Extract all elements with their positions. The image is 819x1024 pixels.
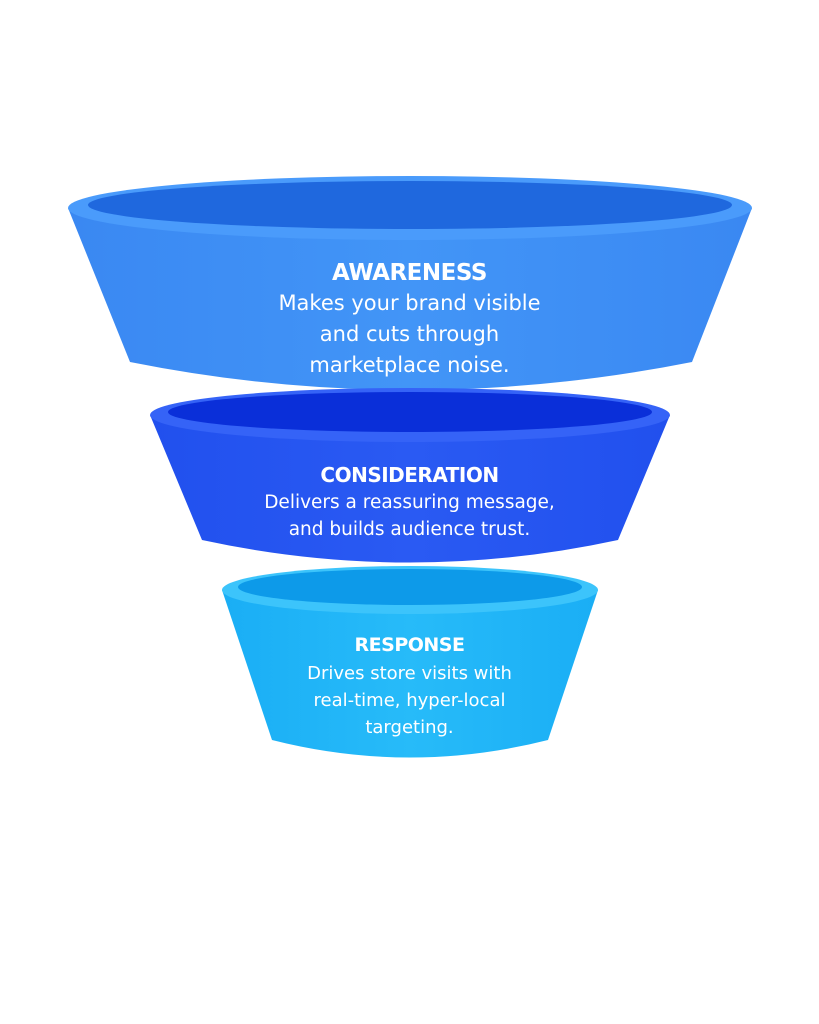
funnel-tier-awareness: [68, 176, 752, 390]
awareness-description-line: Makes your brand visible: [278, 291, 541, 315]
tier-body: [222, 590, 598, 758]
tier-opening: [168, 392, 652, 432]
consideration-description-line: and builds audience trust.: [288, 519, 531, 540]
funnel-tier-consideration: [150, 388, 670, 563]
consideration-description-line: Delivers a reassuring message,: [264, 492, 555, 513]
response-title: RESPONSE: [354, 634, 465, 656]
tier-body: [68, 208, 752, 390]
awareness-title: AWARENESS: [332, 260, 487, 286]
tier-opening: [88, 181, 732, 229]
response-description-line: targeting.: [365, 717, 454, 738]
awareness-text-block: AWARENESS Makes your brand visible and c…: [0, 258, 819, 381]
response-text-block: RESPONSE Drives store visits with real-t…: [0, 630, 819, 741]
consideration-title: CONSIDERATION: [320, 463, 499, 487]
response-description-line: Drives store visits with: [307, 663, 512, 684]
tier-opening: [238, 569, 582, 605]
awareness-description-line: and cuts through: [319, 322, 500, 346]
response-description-line: real-time, hyper-local: [313, 690, 506, 711]
consideration-text-block: CONSIDERATION Delivers a reassuring mess…: [0, 461, 819, 543]
awareness-description-line: marketplace noise.: [309, 353, 510, 377]
funnel-tier-response: [222, 566, 598, 758]
tier-body: [150, 415, 670, 563]
